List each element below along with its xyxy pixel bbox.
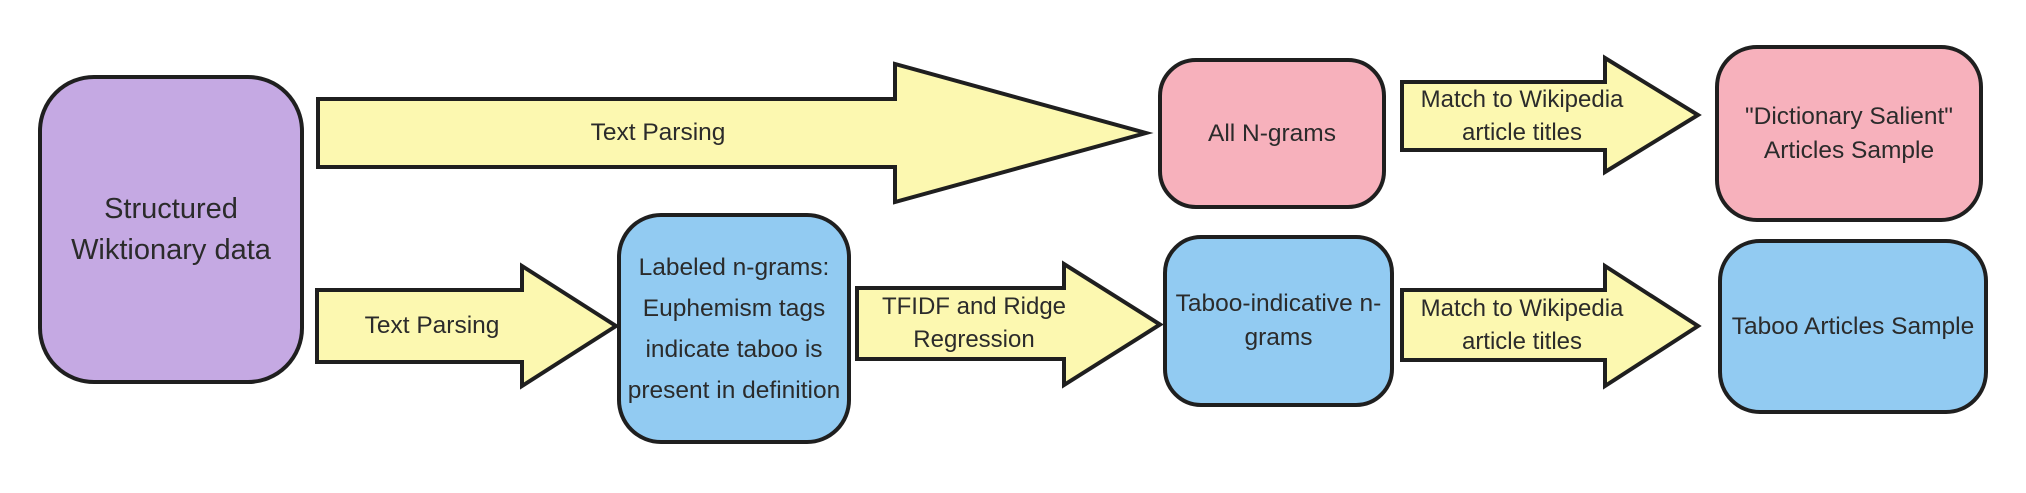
label-line: indicate taboo is [645,335,823,363]
label-line: present in definition [627,376,841,404]
node-taboo-indicative-ngrams: Taboo-indicative n- grams [1163,235,1394,407]
arrow-text-parsing-bottom [315,262,620,390]
node-label: All N-grams [1162,120,1382,148]
arrow-shape [1400,262,1702,390]
arrow-match-wikipedia-top [1400,54,1702,176]
node-labeled-ngrams: Labeled n-grams: Euphemism tags indicate… [617,213,851,444]
label-line: "Dictionary Salient" [1744,102,1954,130]
label-line: All N-grams [1208,119,1336,147]
node-label: "Dictionary Salient" Articles Sample [1719,100,1979,168]
label-line: Taboo-indicative n- [1175,290,1382,317]
label-line: grams [1244,324,1313,351]
arrow-match-wikipedia-bottom [1400,262,1702,390]
label-line: Wiktionary data [71,233,271,266]
node-label: Taboo Articles Sample [1722,313,1984,341]
node-structured-wiktionary-data: Structured Wiktionary data [38,75,304,384]
label-line: Euphemism tags [642,294,826,322]
arrow-shape [1400,54,1702,176]
label-line: Articles Sample [1763,136,1935,164]
label-line: Labeled n-grams: [638,253,830,281]
arrow-text-parsing-top [316,61,1154,205]
arrow-shape [315,262,620,390]
node-taboo-articles-sample: Taboo Articles Sample [1718,239,1988,414]
arrow-shape [855,260,1164,389]
node-label: Labeled n-grams: Euphemism tags indicate… [621,247,847,411]
label-line: Taboo Articles Sample [1731,312,1975,340]
label-line: Structured [104,192,238,225]
node-all-ngrams: All N-grams [1158,58,1386,209]
arrow-tfidf-ridge-regression [855,260,1164,389]
arrow-shape [316,61,1154,205]
node-label: Taboo-indicative n- grams [1167,287,1390,355]
node-dictionary-salient-articles-sample: "Dictionary Salient" Articles Sample [1715,45,1983,222]
node-label: Structured Wiktionary data [42,189,300,271]
